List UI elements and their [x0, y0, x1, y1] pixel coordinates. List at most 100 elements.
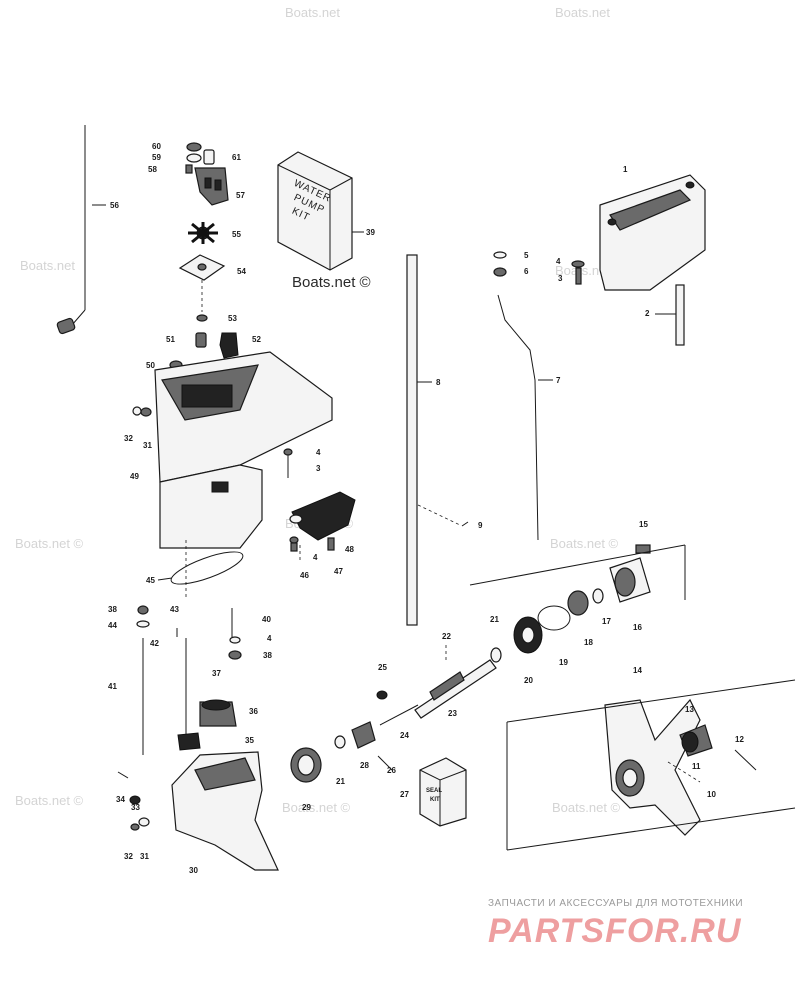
- frame-lines: [185, 540, 796, 851]
- callout-label: 42: [150, 639, 159, 648]
- part-30-gearcase: [117, 751, 279, 871]
- callout-label: 5: [524, 251, 529, 260]
- callout-label: 4: [313, 553, 318, 562]
- callout-label: 31: [143, 441, 152, 450]
- part-5-6-washers: [493, 251, 507, 277]
- brand-logo: PARTSFOR.RU: [488, 912, 742, 950]
- callout-label: 18: [584, 638, 593, 647]
- part-45-gasket: [157, 551, 244, 585]
- watermark-boats: Boats.net ©: [550, 536, 619, 551]
- callout-label: 32: [124, 852, 133, 861]
- callout-label: 27: [400, 790, 409, 799]
- callout-label: 4: [556, 257, 561, 266]
- callout-label: 2: [645, 309, 650, 318]
- water-pump-group: [169, 142, 239, 370]
- callout-label: 44: [108, 621, 117, 630]
- watermark-boats-dark: Boats.net ©: [292, 274, 371, 291]
- callout-label: 41: [108, 682, 117, 691]
- callout-label: 39: [366, 228, 375, 237]
- callout-label: 35: [245, 736, 254, 745]
- kit-label-line: KIT: [430, 797, 440, 803]
- callout-label: 54: [237, 267, 246, 276]
- callout-label: 26: [387, 766, 396, 775]
- callout-label: 30: [189, 866, 198, 875]
- callout-label: 13: [685, 705, 694, 714]
- callout-label: 53: [228, 314, 237, 323]
- part-23-prop-shaft: [379, 645, 497, 726]
- kit-label-line: SEAL: [426, 788, 442, 794]
- brand-tagline: ЗАПЧАСТИ И АКСЕССУАРЫ ДЛЯ МОТОТЕХНИКИ: [488, 898, 743, 909]
- callout-label: 55: [232, 230, 241, 239]
- callout-label: 38: [263, 651, 272, 660]
- bearing-group: [490, 544, 651, 663]
- callout-label: 15: [639, 520, 648, 529]
- callout-label: 60: [152, 142, 161, 151]
- watermark-boats: Boats.net: [20, 258, 75, 273]
- callout-label: 7: [556, 376, 561, 385]
- callout-label: 49: [130, 472, 139, 481]
- callout-label: 52: [252, 335, 261, 344]
- callout-label: 17: [602, 617, 611, 626]
- part-56-shift-rod: [56, 125, 106, 335]
- studs-group: [136, 605, 242, 755]
- callout-label: 31: [140, 852, 149, 861]
- callout-label: 36: [249, 707, 258, 716]
- part-7-shift-rod: [497, 294, 553, 541]
- callout-label: 38: [108, 605, 117, 614]
- part-35-36: [177, 699, 237, 751]
- callout-label: 9: [478, 521, 483, 530]
- callout-label: 33: [131, 803, 140, 812]
- callout-label: 40: [262, 615, 271, 624]
- callout-label: 20: [524, 676, 533, 685]
- watermark-boats: Boats.net: [555, 263, 610, 278]
- callout-label: 4: [316, 448, 321, 457]
- callout-label: 57: [236, 191, 245, 200]
- callout-label: 48: [345, 545, 354, 554]
- callout-label: 14: [633, 666, 642, 675]
- callout-label: 11: [692, 762, 701, 771]
- callout-label: 58: [148, 165, 157, 174]
- callout-label: 24: [400, 731, 409, 740]
- callout-label: 47: [334, 567, 343, 576]
- callout-labels: 1 2 3 3 4 4 4 4 5 6 7 8 9 10 11 12 13 14…: [108, 142, 744, 875]
- callout-label: 16: [633, 623, 642, 632]
- callout-label: 8: [436, 378, 441, 387]
- callout-label: 34: [116, 795, 125, 804]
- callout-label: 37: [212, 669, 221, 678]
- callout-label: 45: [146, 576, 155, 585]
- watermark-boats: Boats.net ©: [552, 800, 621, 815]
- callout-label: 12: [735, 735, 744, 744]
- callout-label: 22: [442, 632, 451, 641]
- callout-label: 10: [707, 790, 716, 799]
- water-pump-kit-box: WATER PUMP KIT: [277, 151, 364, 271]
- part-49-driveshaft-housing: [132, 351, 333, 549]
- part-29-gear: [290, 690, 393, 783]
- part-48-group: [283, 448, 356, 552]
- callout-label: 4: [267, 634, 272, 643]
- callout-label: 6: [524, 267, 529, 276]
- callout-label: 59: [152, 153, 161, 162]
- callout-label: 21: [336, 777, 345, 786]
- propeller-group: [604, 698, 757, 836]
- callout-label: 50: [146, 361, 155, 370]
- watermark-boats: Boats.net: [285, 5, 340, 20]
- callout-label: 29: [302, 803, 311, 812]
- callout-label: 61: [232, 153, 241, 162]
- callout-label: 21: [490, 615, 499, 624]
- watermark-boats: Boats.net ©: [282, 800, 351, 815]
- callout-label: 46: [300, 571, 309, 580]
- callout-label: 32: [124, 434, 133, 443]
- callout-label: 3: [316, 464, 321, 473]
- part-1-adapter: [571, 174, 706, 346]
- callout-label: 3: [558, 274, 563, 283]
- callout-label: 1: [623, 165, 628, 174]
- callout-label: 23: [448, 709, 457, 718]
- watermark-boats: Boats.net ©: [15, 536, 84, 551]
- watermark-boats: Boats.net: [555, 5, 610, 20]
- seal-kit-box: SEAL KIT: [419, 757, 467, 827]
- callout-label: 51: [166, 335, 175, 344]
- footer-brand: ЗАПЧАСТИ И АКСЕССУАРЫ ДЛЯ МОТОТЕХНИКИ PA…: [488, 898, 743, 950]
- watermark-layer: Boats.net Boats.net Boats.net Boats.net …: [15, 5, 621, 815]
- callout-label: 25: [378, 663, 387, 672]
